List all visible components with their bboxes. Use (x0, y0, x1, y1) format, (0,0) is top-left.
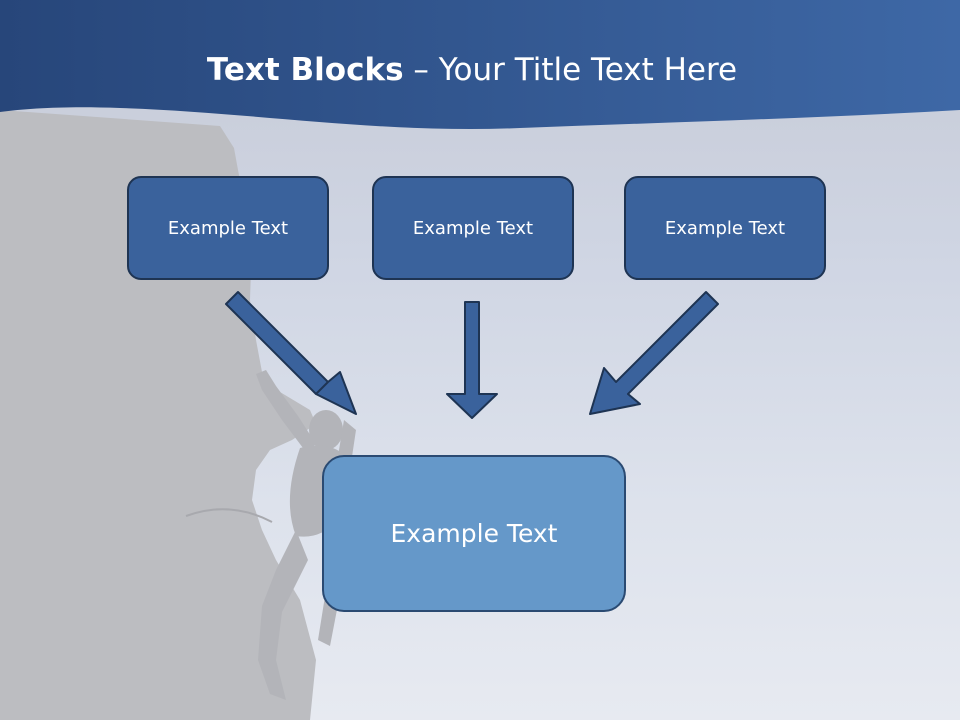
arrow-left-down-right (225, 291, 357, 415)
arrow-center-down (446, 301, 498, 419)
target-text-block[interactable]: Example Text (322, 455, 626, 612)
slide-title: Text Blocks – Your Title Text Here (0, 52, 944, 88)
text-block-2[interactable]: Example Text (372, 176, 574, 280)
text-block-label: Example Text (167, 217, 289, 239)
text-block-1[interactable]: Example Text (127, 176, 329, 280)
header-band (0, 0, 960, 130)
text-block-label: Example Text (412, 217, 534, 239)
title-rest: – Your Title Text Here (403, 52, 738, 88)
text-block-label: Example Text (664, 217, 786, 239)
arrow-right-down-left (589, 291, 719, 415)
climbing-rope (185, 508, 273, 523)
target-block-label: Example Text (390, 519, 558, 548)
text-block-3[interactable]: Example Text (624, 176, 826, 280)
title-bold: Text Blocks (206, 52, 404, 88)
